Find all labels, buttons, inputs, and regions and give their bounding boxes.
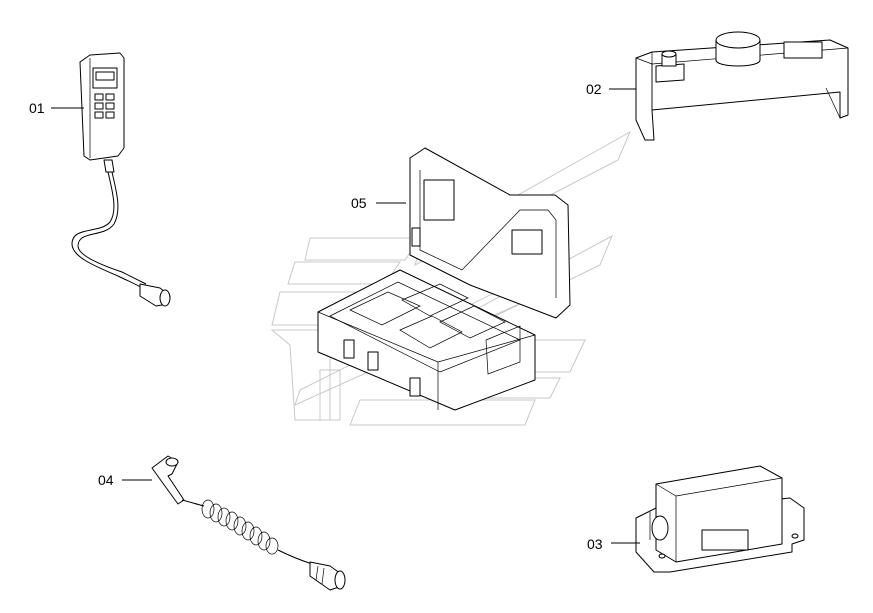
part-label-01: 01 (29, 100, 45, 116)
handheld-meter-icon (71, 52, 171, 307)
part-label-03: 03 (587, 536, 603, 552)
carrying-case-icon (317, 147, 571, 411)
coiled-cable-icon (151, 455, 346, 591)
part-label-05: 05 (351, 195, 367, 211)
part-label-02: 02 (586, 81, 602, 97)
part-label-04: 04 (98, 472, 114, 488)
sensor-bridge-icon (635, 31, 849, 141)
sensor-box-icon (635, 465, 805, 573)
